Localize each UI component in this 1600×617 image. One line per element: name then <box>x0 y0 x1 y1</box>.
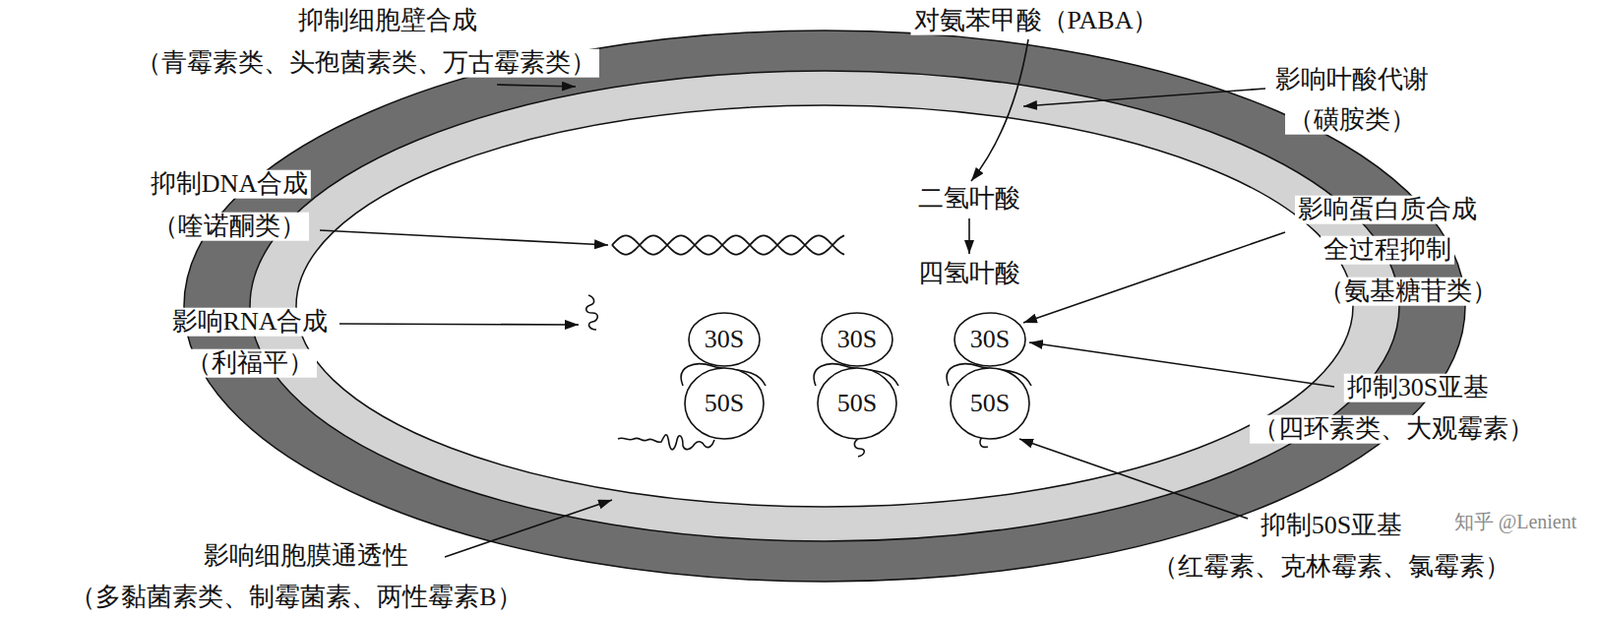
drug-class: （多黏菌素类、制霉菌素、两性霉素B） <box>66 583 525 613</box>
target-label: 全过程抑制 <box>1320 236 1455 265</box>
subunit-name: 50S <box>684 390 764 417</box>
target-label: 抑制50S亚基 <box>1257 511 1406 541</box>
subunit-ellipse <box>688 312 760 367</box>
small-subunit: 30S <box>954 312 1026 367</box>
small-subunit: 30S <box>821 312 893 367</box>
subunit-ellipse <box>821 312 893 367</box>
drug-class: （红霉素、克林霉素、氯霉素） <box>1149 553 1514 582</box>
subunit-name: 30S <box>688 326 760 353</box>
target-label: 影响RNA合成 <box>169 307 332 337</box>
metabolite-label: 对氨苯甲酸（PABA） <box>911 6 1163 36</box>
large-subunit: 50S <box>684 368 764 439</box>
subunit-name: 30S <box>821 326 893 353</box>
drug-class: （磺胺类） <box>1285 106 1419 135</box>
cell-membrane <box>249 70 1400 542</box>
subunit-ellipse <box>950 368 1030 439</box>
metabolite-label: 二氢叶酸 <box>915 184 1024 214</box>
target-label: 影响蛋白质合成 <box>1294 195 1480 225</box>
cell-wall <box>184 30 1466 582</box>
target-label: 影响叶酸代谢 <box>1272 65 1432 95</box>
rna-coil <box>586 295 599 330</box>
large-subunit: 50S <box>950 368 1030 439</box>
subunit-name: 50S <box>817 390 897 417</box>
drug-class: （利福平） <box>183 349 317 378</box>
peptide-chains <box>617 434 988 457</box>
subunit-ellipse <box>817 368 897 439</box>
subunit-ellipse <box>684 368 764 439</box>
metabolite-label: 四氢叶酸 <box>915 259 1024 289</box>
subunit-name: 50S <box>950 390 1030 417</box>
target-label: 抑制30S亚基 <box>1344 373 1492 403</box>
dna-helix <box>612 235 845 254</box>
small-subunit: 30S <box>688 312 760 367</box>
target-label: 抑制DNA合成 <box>147 170 311 199</box>
drug-class: （青霉素类、头孢菌素类、万古霉素类） <box>132 49 600 78</box>
target-label: 抑制细胞壁合成 <box>295 6 481 36</box>
cytoplasm <box>296 105 1354 507</box>
subunit-ellipse <box>954 312 1026 367</box>
watermark: 知乎 @Lenient <box>1451 510 1581 533</box>
subunit-name: 30S <box>954 326 1026 353</box>
leader-arrows <box>319 39 1335 557</box>
drug-class: （四环素类、大观霉素） <box>1249 415 1538 444</box>
drug-class: （喹诺酮类） <box>149 212 309 242</box>
large-subunit: 50S <box>817 368 897 439</box>
drug-class: （氨基糖苷类） <box>1315 277 1501 307</box>
target-label: 影响细胞膜通透性 <box>200 542 412 571</box>
